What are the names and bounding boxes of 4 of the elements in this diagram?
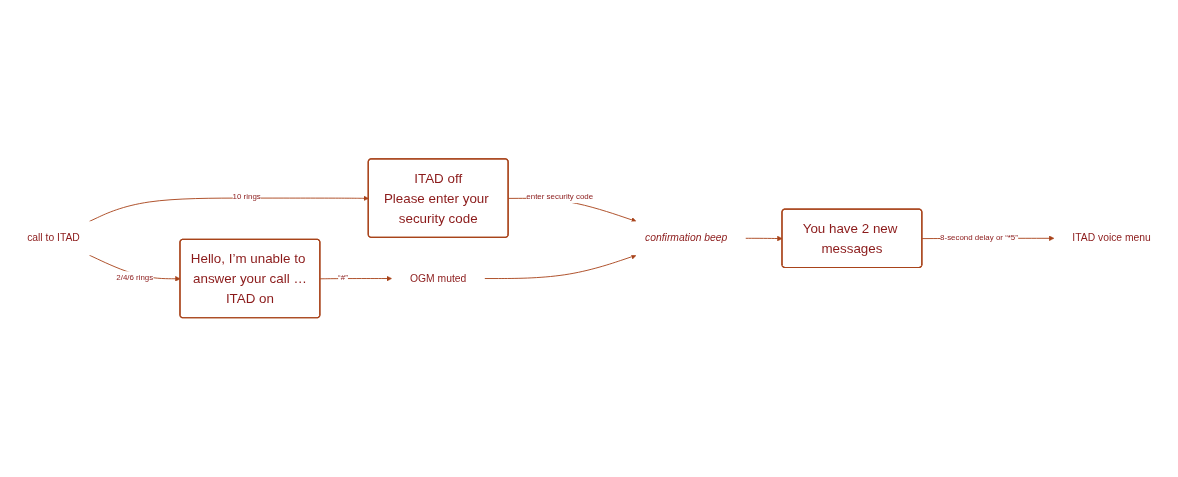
- node-text: confirmation beep: [645, 232, 728, 245]
- node-text: ITAD voice menu: [1072, 232, 1151, 245]
- node-text: call to ITAD: [27, 232, 80, 245]
- node-text: OGM muted: [410, 272, 467, 285]
